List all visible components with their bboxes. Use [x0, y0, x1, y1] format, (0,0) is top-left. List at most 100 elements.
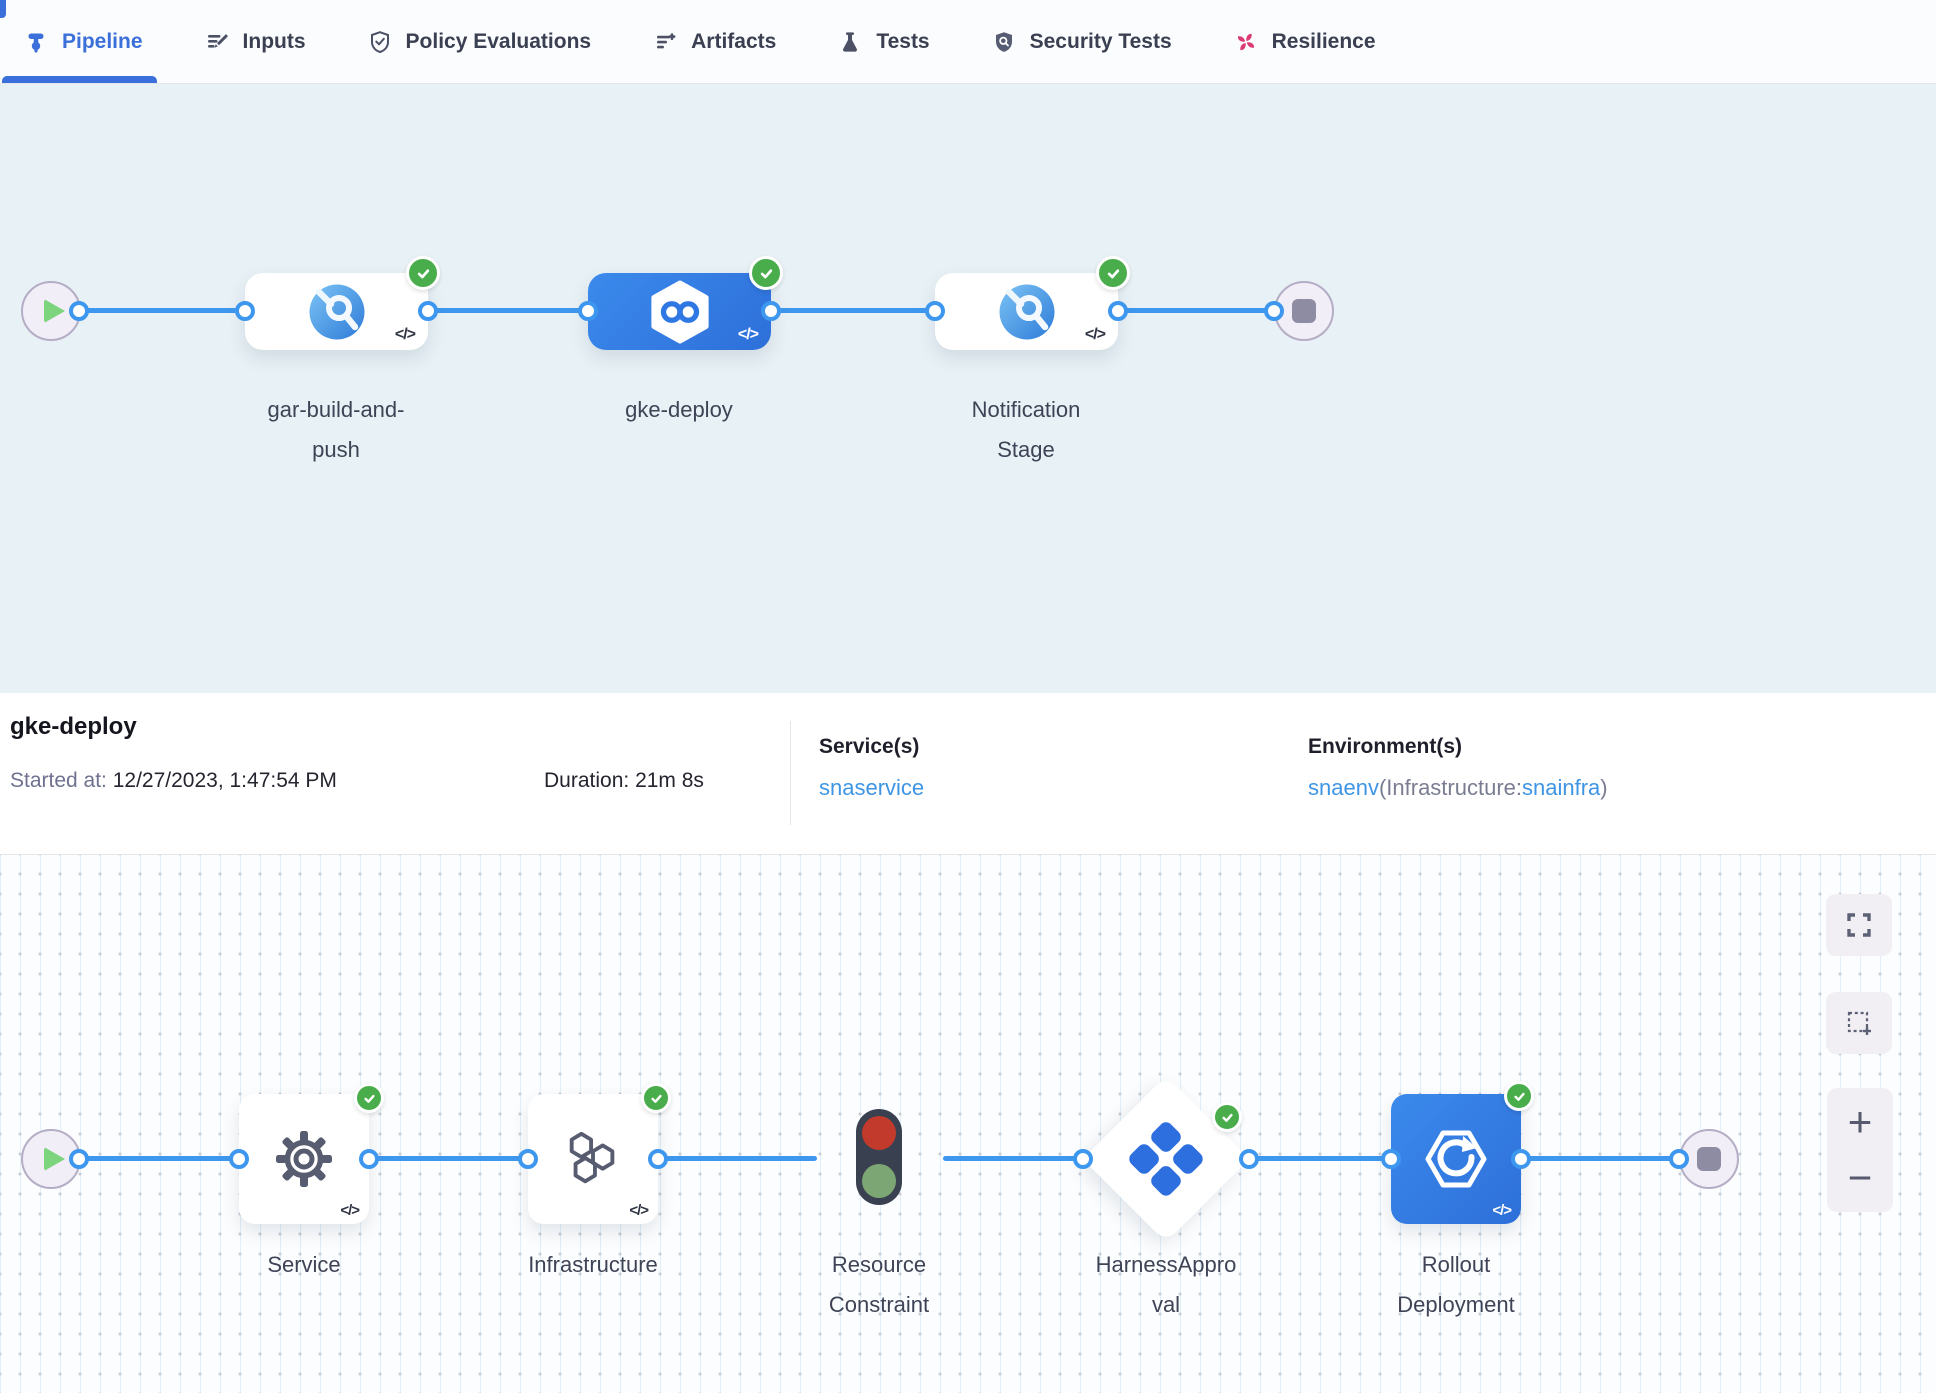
list-plus-icon: [657, 32, 676, 48]
shield-check-icon: [370, 30, 389, 53]
check-icon: [1221, 1113, 1233, 1122]
port: [578, 301, 598, 321]
flask-icon: [843, 31, 858, 52]
step-label: Infrastructure: [528, 1252, 658, 1277]
port: [1108, 301, 1128, 321]
code-glyph: </>: [737, 326, 759, 343]
stage-graph-canvas[interactable]: </> </> </> gar-build-and-push: [0, 84, 1936, 693]
services-label: Service(s): [819, 735, 920, 758]
tab-artifacts[interactable]: Artifacts: [653, 0, 776, 83]
inputs-icon: [207, 33, 228, 48]
connector-line: [79, 1156, 239, 1161]
code-glyph: </>: [340, 1202, 360, 1219]
stage-node-notification-stage[interactable]: </>: [935, 273, 1118, 350]
tab-resilience[interactable]: Resilience: [1234, 0, 1376, 83]
connector-line: [1521, 1156, 1679, 1161]
approval-icon: [1126, 1119, 1206, 1199]
port: [229, 1149, 249, 1169]
check-icon: [363, 1094, 375, 1103]
code-glyph: </>: [1084, 326, 1106, 343]
port: [648, 1149, 668, 1169]
service-link[interactable]: snaservice: [819, 775, 925, 800]
environments-block: Environment(s) snaenv(Infrastructure:sna…: [1308, 735, 1608, 801]
stage-label: gar-build-and-push: [267, 397, 405, 462]
selection-marquee-button[interactable]: [1826, 992, 1892, 1054]
tab-label: Resilience: [1271, 29, 1376, 53]
tab-label: Inputs: [242, 29, 306, 53]
code-glyph: </>: [629, 1202, 649, 1219]
divider: [790, 721, 791, 825]
traffic-light-green: [862, 1164, 896, 1198]
tab-label: Tests: [876, 29, 930, 53]
connector-line: [658, 1156, 817, 1161]
check-icon: [760, 268, 772, 278]
port: [1264, 301, 1284, 321]
started-at-value: 12/27/2023, 1:47:54 PM: [112, 769, 337, 792]
code-glyph: </>: [1492, 1202, 1512, 1219]
services-block: Service(s) snaservice: [819, 735, 924, 801]
infrastructure-suffix: ): [1600, 775, 1608, 800]
step-node-service[interactable]: </>: [239, 1094, 369, 1224]
port: [761, 301, 781, 321]
port: [1669, 1149, 1689, 1169]
check-icon: [1107, 268, 1119, 278]
rollout-deployment-icon: [1425, 1130, 1487, 1188]
end-node: [1274, 281, 1334, 341]
stage-label: gke-deploy: [625, 397, 733, 422]
port: [235, 301, 255, 321]
fullscreen-button[interactable]: [1826, 894, 1892, 956]
success-badge: [354, 1083, 384, 1113]
step-node-harness-approval[interactable]: [1082, 1075, 1250, 1243]
shield-scan-icon: [995, 31, 1012, 52]
step-graph-canvas[interactable]: </> </> </: [0, 855, 1936, 1393]
resilience-pinwheel-icon: [1237, 33, 1254, 50]
tab-tests[interactable]: Tests: [838, 0, 930, 83]
step-node-resource-constraint[interactable]: [856, 1109, 902, 1205]
stage-node-gke-deploy[interactable]: </>: [588, 273, 771, 350]
tab-label: Policy Evaluations: [405, 29, 592, 53]
infrastructure-link[interactable]: snainfra: [1522, 775, 1601, 800]
step-label: Service: [267, 1252, 341, 1277]
zoom-in-button[interactable]: +: [1847, 1098, 1873, 1146]
step-node-rollout-deployment[interactable]: </>: [1391, 1094, 1521, 1224]
tab-label: Artifacts: [691, 29, 777, 53]
stop-icon: [1292, 299, 1316, 323]
step-node-infrastructure[interactable]: </>: [528, 1094, 658, 1224]
end-node: [1679, 1129, 1739, 1189]
tab-label: Pipeline: [62, 29, 143, 53]
artifact-registry-stage-icon: [309, 284, 364, 339]
duration-label: Duration:: [544, 769, 630, 792]
connector-line: [428, 308, 588, 313]
stage-node-gar-build-and-push[interactable]: </>: [245, 273, 428, 350]
tab-pipeline[interactable]: Pipeline: [2, 0, 157, 83]
environment-link[interactable]: snaenv: [1308, 775, 1379, 800]
step-label: Rollout Deployment: [1397, 1252, 1515, 1317]
success-badge: [749, 256, 783, 290]
connector-line: [79, 308, 245, 313]
marquee-select-icon: [1847, 1011, 1871, 1035]
fullscreen-icon: [1847, 913, 1871, 937]
port: [1239, 1149, 1259, 1169]
code-glyph: </>: [394, 326, 416, 343]
check-icon: [650, 1094, 662, 1103]
step-label: HarnessApproval: [1095, 1252, 1237, 1317]
port: [69, 1149, 89, 1169]
traffic-light-red: [862, 1116, 896, 1150]
corner-accent: [0, 0, 6, 18]
step-label: Resource Constraint: [828, 1252, 930, 1317]
stage-label: Notification Stage: [971, 397, 1081, 462]
port: [1381, 1149, 1401, 1169]
deploy-stage-icon: [650, 279, 709, 344]
stop-icon: [1697, 1147, 1721, 1171]
pipeline-tabbar: Pipeline Inputs Policy Evaluations Artif…: [0, 0, 1936, 84]
zoom-out-button[interactable]: −: [1847, 1153, 1873, 1201]
success-badge: [1096, 256, 1130, 290]
gear-icon: [276, 1131, 332, 1187]
tab-security-tests[interactable]: Security Tests: [992, 0, 1172, 83]
tab-label: Security Tests: [1029, 29, 1172, 53]
duration-value: 21m 8s: [635, 769, 704, 792]
tab-inputs[interactable]: Inputs: [205, 0, 306, 83]
tab-policy-evaluations[interactable]: Policy Evaluations: [368, 0, 592, 83]
connector-line: [943, 1156, 1083, 1161]
started-at-label: Started at:: [10, 769, 107, 792]
